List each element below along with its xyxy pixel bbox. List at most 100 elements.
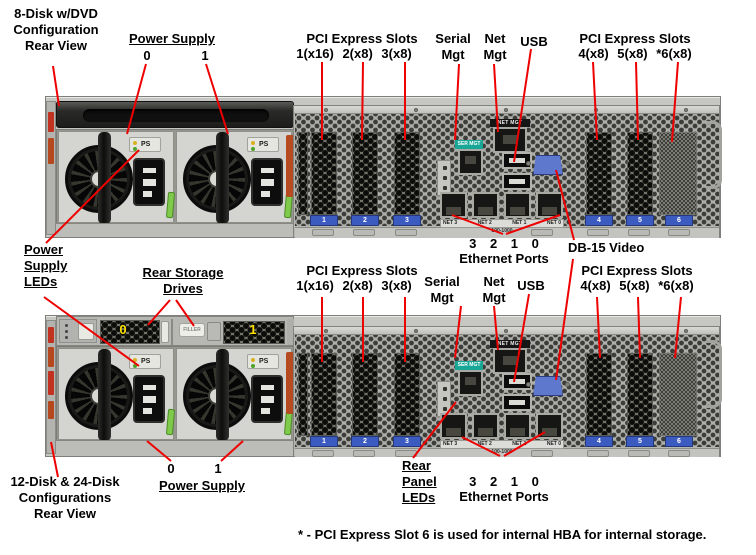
callout-usb-top: USB [520, 34, 548, 49]
callout-pcie-left-top-slots: 1(x16) 2(x8) 3(x8) [296, 46, 412, 61]
pci-slot-label: 5 [626, 436, 654, 447]
psu-strap [216, 349, 229, 441]
psu-status-led-cluster: PS [129, 137, 161, 152]
pci-slot-label: 1 [310, 215, 338, 226]
lip-screw [414, 108, 418, 112]
ethernet-port-3 [440, 413, 467, 439]
chassis-handle [706, 121, 722, 189]
footnote: * - PCI Express Slot 6 is used for inter… [298, 527, 707, 542]
rear-panel-led [443, 397, 447, 401]
callout-config-bottom: 12-Disk & 24-Disk Configurations Rear Vi… [10, 474, 120, 521]
callout-serial-mgt-bottom: Serial Mgt [424, 274, 460, 305]
ac-inlet-slot [143, 385, 156, 390]
psu-strap [98, 132, 111, 224]
callout-net-mgt-bottom: Net Mgt [482, 274, 506, 305]
ethernet-port-1 [504, 192, 531, 218]
pci-slot-grille [627, 132, 653, 215]
filler-tab: FILLER [179, 323, 205, 337]
ethernet-speed-label: 100-1000 [491, 228, 513, 234]
power-supply-0: PS [58, 348, 176, 441]
pci-slot-label: 2 [351, 436, 379, 447]
callout-serial-mgt-top: Serial Mgt [435, 31, 471, 62]
chassis-bottom-frame [56, 223, 294, 237]
psu-strap [216, 132, 229, 224]
lip-screw [414, 329, 418, 333]
callout-db15-video: DB-15 Video [568, 240, 645, 255]
lip-screw [594, 329, 598, 333]
lip-screw [324, 108, 328, 112]
psu-led-amber [251, 358, 255, 362]
psu-ps-label: PS [259, 141, 269, 148]
slot-latch-tab [628, 229, 650, 236]
usb-port-1 [502, 173, 532, 190]
ear-service-tag [48, 401, 54, 419]
ac-inlet-slot [261, 396, 274, 403]
net-mgt-port [493, 348, 527, 374]
handle-bar-groove [83, 109, 269, 122]
callout-ps0-bottom: 0 [167, 461, 175, 476]
callout-ps1-top: 1 [201, 48, 209, 63]
vent-grille-strip [298, 353, 308, 436]
ser-mgt-label: SER MGT [455, 361, 483, 370]
psu-led-amber [133, 141, 137, 145]
rear-panel-led [443, 176, 447, 180]
db15-video-port [533, 155, 563, 175]
net-mgt-port [493, 127, 527, 153]
vga-screw [526, 382, 531, 387]
ethernet-port-label: NET 3 [443, 220, 458, 226]
net-mgt-label: NET MGT [490, 119, 530, 127]
callout-ps0-top: 0 [143, 48, 151, 63]
ac-inlet-slot [143, 396, 156, 403]
ethernet-port-pin [510, 207, 525, 215]
callout-pcie-left-top-title: PCI Express Slots [306, 31, 418, 46]
psu-ps-label: PS [259, 358, 269, 365]
pci-slot6-mesh-grille [659, 353, 697, 436]
ser-mgt-port [458, 370, 483, 396]
power-supply-1: PS [176, 348, 294, 441]
drive-bay-divider [171, 319, 173, 345]
ac-inlet-slot [143, 191, 152, 197]
rear-panel-led-strip [437, 381, 451, 417]
ethernet-port-0 [536, 192, 563, 218]
usb-port-1 [502, 394, 532, 411]
lip-screw [504, 108, 508, 112]
ethernet-port-pin [510, 428, 525, 436]
ethernet-port-pin [542, 207, 557, 215]
ethernet-port-label: NET 3 [443, 441, 458, 447]
rear-panel-led [443, 407, 447, 411]
ear-service-tag [48, 371, 54, 395]
ethernet-port-label: NET 1 [512, 220, 527, 226]
top-handle-bar [56, 101, 294, 128]
pci-slot-label: 1 [310, 436, 338, 447]
slot-latch-tab [668, 229, 690, 236]
rear-drive-1-number: 1 [249, 322, 257, 337]
vga-screw [565, 382, 570, 387]
panel-led [65, 330, 68, 333]
pci-slot-grille [311, 353, 337, 436]
ear-service-tag [48, 327, 54, 343]
pci-slot6-mesh-grille [659, 132, 697, 215]
pci-slot-label: 3 [393, 215, 421, 226]
ac-inlet [133, 158, 165, 206]
ac-inlet-slot [261, 191, 270, 197]
chassis-handle [706, 340, 722, 408]
net-mgt-port-pin [503, 135, 517, 144]
rear-drive-1-grille [223, 321, 285, 344]
lip-screw [684, 108, 688, 112]
rear-panel-led [443, 166, 447, 170]
pci-slot-label: 4 [585, 215, 613, 226]
usb-tongue [509, 379, 525, 384]
callout-eth-numbers-top: 3 2 1 0 [469, 236, 539, 251]
slot-latch-tab [395, 450, 417, 457]
callout-pcie-right-top-title: PCI Express Slots [579, 31, 691, 46]
ac-inlet [251, 375, 283, 423]
psu-led-green [133, 147, 137, 151]
pci-slot-label: 2 [351, 215, 379, 226]
psu-led-green [251, 364, 255, 368]
lip-screw [594, 108, 598, 112]
usb-tongue [509, 158, 525, 163]
panel-led [65, 336, 68, 339]
rear-led-panel [59, 319, 97, 343]
